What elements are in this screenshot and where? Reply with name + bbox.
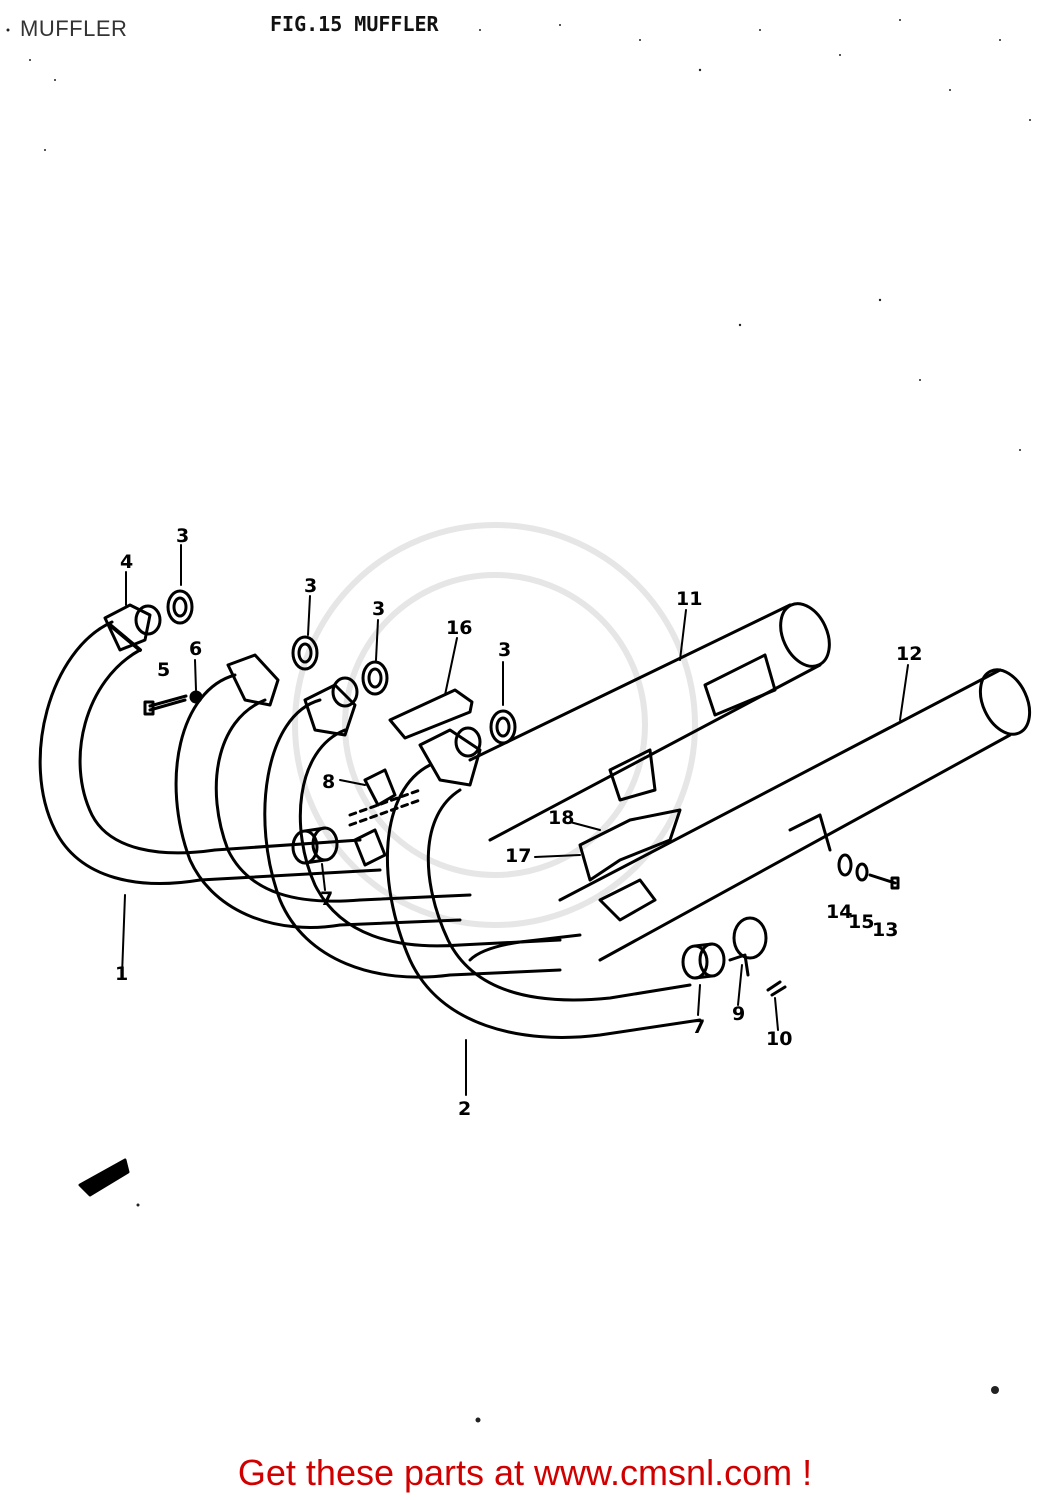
part-drawings: [38, 544, 1032, 1197]
label-7b: 7: [692, 1016, 705, 1038]
front-arrow: [78, 1158, 130, 1197]
label-9: 9: [732, 1003, 745, 1025]
label-3a: 3: [176, 525, 189, 547]
label-3b: 3: [304, 575, 317, 597]
label-12: 12: [896, 643, 922, 665]
clamp-9: [728, 916, 768, 977]
footer-link[interactable]: Get these parts at www.cmsnl.com !: [237, 1452, 813, 1493]
exhaust-pipe-inner-2: [263, 698, 562, 979]
label-8: 8: [322, 771, 335, 793]
label-7a: 7: [320, 888, 333, 910]
label-15: 15: [848, 911, 874, 933]
connector-7: [291, 826, 726, 980]
exhaust-pipe-2: [385, 763, 702, 1039]
label-11: 11: [676, 588, 702, 610]
clamp-8: [348, 768, 422, 867]
hardware-13-14-15: [837, 853, 900, 890]
scan-noise: [6, 19, 1031, 1423]
label-10: 10: [766, 1028, 792, 1050]
label-4: 4: [120, 551, 133, 573]
label-16: 16: [446, 617, 472, 639]
leader-lines: [121, 544, 909, 1096]
label-5: 5: [157, 659, 170, 681]
bracket-17-18: [578, 808, 682, 922]
flange-clamps-4: [103, 603, 482, 787]
bolt-10: [766, 980, 787, 997]
part-number-labels: 1 2 3 3 3 3 4 5 6 7 7 8 9 10 11 12 13 14…: [115, 525, 922, 1120]
watermark: [292, 522, 698, 928]
nut-6: [189, 690, 203, 704]
exhaust-pipe-1: [38, 620, 382, 885]
page-caption: MUFFLER: [20, 16, 128, 41]
exhaust-pipe-inner-1: [174, 673, 472, 929]
bolt-5: [143, 694, 188, 716]
label-18: 18: [548, 807, 574, 829]
label-2: 2: [458, 1098, 471, 1120]
label-14: 14: [826, 901, 852, 923]
muffler-12: [558, 668, 1032, 962]
figure-title: FIG.15 MUFFLER: [270, 12, 439, 36]
label-17: 17: [505, 845, 531, 867]
label-13: 13: [872, 919, 898, 941]
label-6: 6: [189, 638, 202, 660]
label-3d: 3: [498, 639, 511, 661]
gaskets-3: [166, 589, 517, 745]
muffler-11: [468, 602, 831, 842]
label-1: 1: [115, 963, 128, 985]
label-3c: 3: [372, 598, 385, 620]
